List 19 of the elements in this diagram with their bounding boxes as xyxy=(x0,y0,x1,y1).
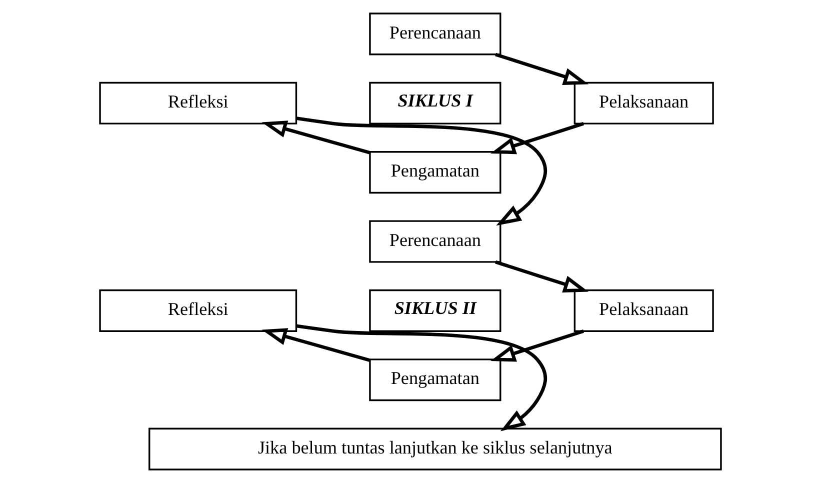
node-box: SIKLUS II xyxy=(368,288,501,332)
node-box: Refleksi xyxy=(98,81,297,124)
node-box: Jika belum tuntas lanjutkan ke siklus selanjutnya xyxy=(148,427,722,470)
node-box: Perencanaan xyxy=(368,12,501,55)
arrow xyxy=(490,329,584,362)
node-box: Perencanaan xyxy=(368,220,501,262)
node-box: Refleksi xyxy=(98,288,297,332)
node-box: SIKLUS I xyxy=(368,81,501,124)
arrow xyxy=(261,120,370,154)
arrow xyxy=(490,122,584,154)
arrow xyxy=(494,52,588,84)
node-box: Pelaksanaan xyxy=(573,81,714,124)
arrow xyxy=(296,116,547,226)
node-box: Pelaksanaan xyxy=(573,288,714,332)
arrow xyxy=(261,328,370,362)
node-box: Pengamatan xyxy=(368,358,501,401)
node-box: Pengamatan xyxy=(368,150,501,194)
arrow xyxy=(494,260,588,292)
arrow xyxy=(296,324,546,431)
